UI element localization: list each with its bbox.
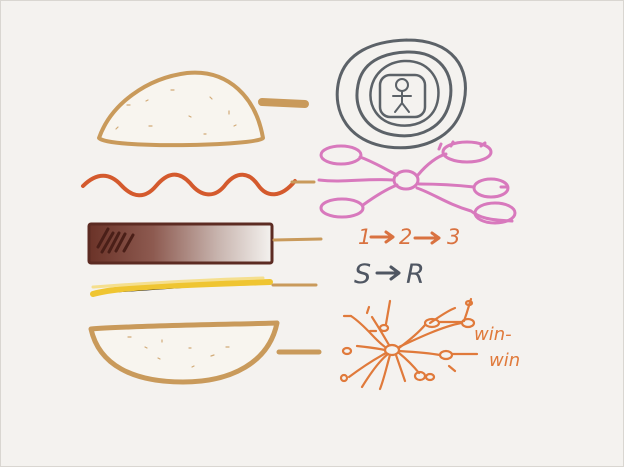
sequence-step-3: 3 [447, 225, 460, 249]
top-bun [99, 73, 305, 146]
receiver-label: R [406, 259, 425, 290]
bottom-bun [91, 323, 319, 382]
sender-label: S [354, 259, 371, 290]
sender-receiver-diagram: S R [354, 259, 425, 290]
mindmap-icon [319, 142, 515, 223]
sequence-step-1: 1 [358, 225, 371, 249]
mandala-person-icon [337, 40, 465, 148]
network-win-win-diagram: win- win [341, 299, 520, 389]
win-bottom-label: win [489, 350, 520, 371]
win-top-label: win- [474, 324, 512, 345]
cheese-layer [93, 278, 316, 294]
ketchup-layer [83, 175, 314, 196]
sequence-step-2: 2 [399, 225, 412, 249]
patty-layer [89, 224, 321, 263]
sequence-diagram: 1 2 3 [358, 225, 460, 249]
